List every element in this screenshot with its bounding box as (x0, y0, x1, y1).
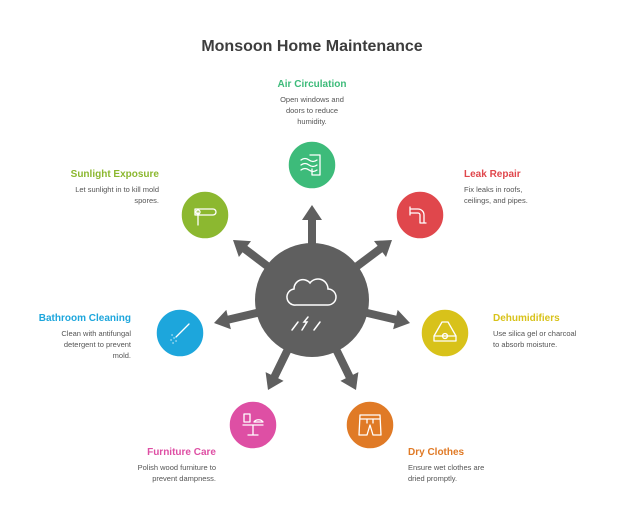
item-title: Sunlight Exposure (70, 169, 159, 180)
brush-icon (170, 323, 190, 344)
item-title: Air Circulation (277, 79, 347, 90)
item-desc: Use silica gel or charcoal to absorb moi… (493, 329, 577, 349)
pipe-icon (409, 206, 427, 224)
item-desc: Let sunlight in to kill mold spores. (75, 185, 159, 205)
node-dehumidifiers (420, 308, 470, 358)
dehumidifier-icon (433, 321, 457, 342)
item-desc: Clean with antifungal detergent to preve… (61, 329, 131, 360)
label-dry-clothes: Dry Clothes Ensure wet clothes are dried… (408, 447, 558, 484)
item-title: Leak Repair (464, 169, 521, 180)
curtain-rod-icon (194, 208, 217, 226)
node-dry-clothes (345, 400, 395, 450)
label-sunlight-exposure: Sunlight Exposure Let sunlight in to kil… (9, 169, 159, 206)
table-icon (242, 413, 264, 436)
item-title: Dry Clothes (408, 447, 465, 458)
node-air-circulation (287, 140, 337, 190)
label-air-circulation: Air Circulation Open windows and doors t… (237, 79, 387, 127)
item-title: Dehumidifiers (493, 313, 560, 324)
node-furniture-care (228, 400, 278, 450)
label-leak-repair: Leak Repair Fix leaks in roofs, ceilings… (464, 169, 614, 206)
item-desc: Fix leaks in roofs, ceilings, and pipes. (464, 185, 528, 205)
item-desc: Open windows and doors to reduce humidit… (280, 95, 344, 126)
window-wind-icon (300, 154, 321, 176)
center-hub (255, 243, 369, 357)
item-title: Bathroom Cleaning (38, 313, 131, 324)
shorts-icon (358, 414, 382, 436)
label-bathroom-cleaning: Bathroom Cleaning Clean with antifungal … (0, 313, 131, 361)
item-desc: Polish wood furniture to prevent dampnes… (137, 463, 216, 483)
node-sunlight-exposure (180, 190, 230, 240)
item-title: Furniture Care (147, 447, 216, 458)
rain-cloud-icon (286, 278, 337, 331)
label-furniture-care: Furniture Care Polish wood furniture to … (66, 447, 216, 484)
item-desc: Ensure wet clothes are dried promptly. (408, 463, 485, 483)
diagram-title: Monsoon Home Maintenance (201, 38, 423, 55)
node-bathroom-cleaning (155, 308, 205, 358)
label-dehumidifiers: Dehumidifiers Use silica gel or charcoal… (493, 313, 624, 350)
node-leak-repair (395, 190, 445, 240)
